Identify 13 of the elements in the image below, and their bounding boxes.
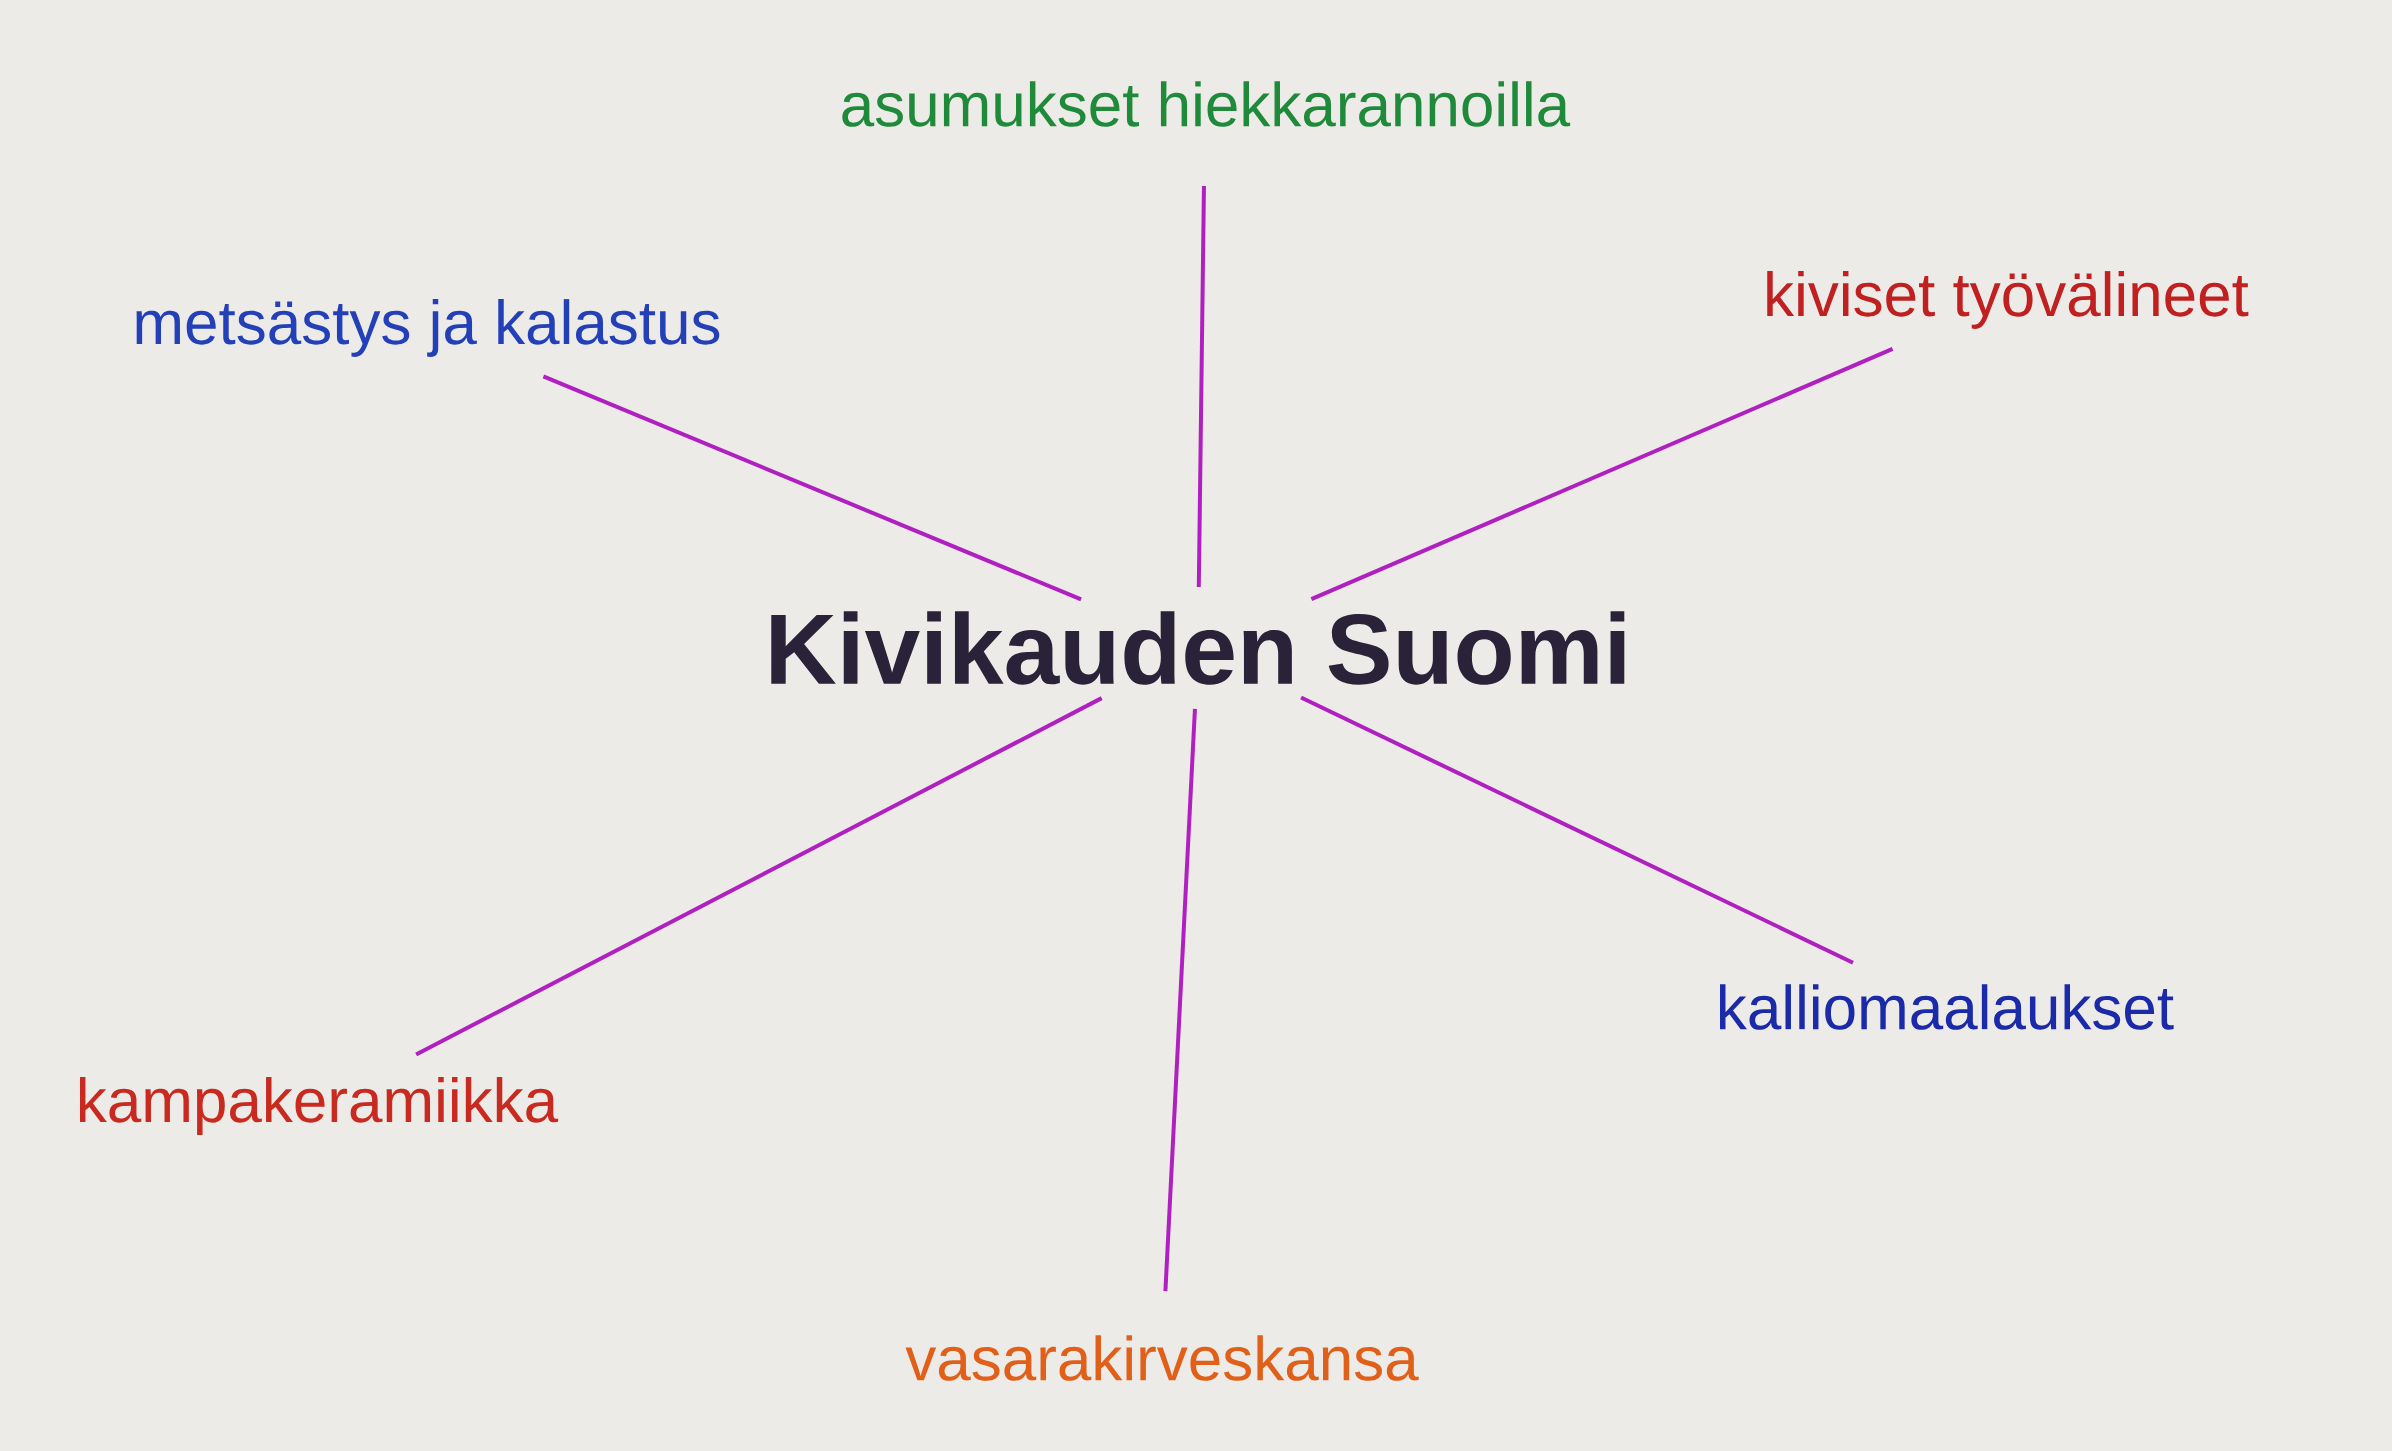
connector-line [1300,695,1854,965]
topic-label: kampakeramiikka [80,1077,559,1135]
connector-line [1196,185,1206,588]
topic-label: kiviset työvälineet [1767,271,2249,329]
topic-label: asumukset hiekkarannoilla [842,81,1571,127]
connector-line [1310,347,1894,601]
topic-label: vasarakirveskansa [905,1335,1419,1381]
connector-line [542,374,1082,602]
topic-label: kalliomaalaukset [1720,984,2174,1030]
title-text: Kivikauden Suomi [771,611,1625,685]
connector-line [1163,708,1197,1292]
topic-label: metsästys ja kalastus [136,299,720,357]
connector-line [415,696,1103,1057]
